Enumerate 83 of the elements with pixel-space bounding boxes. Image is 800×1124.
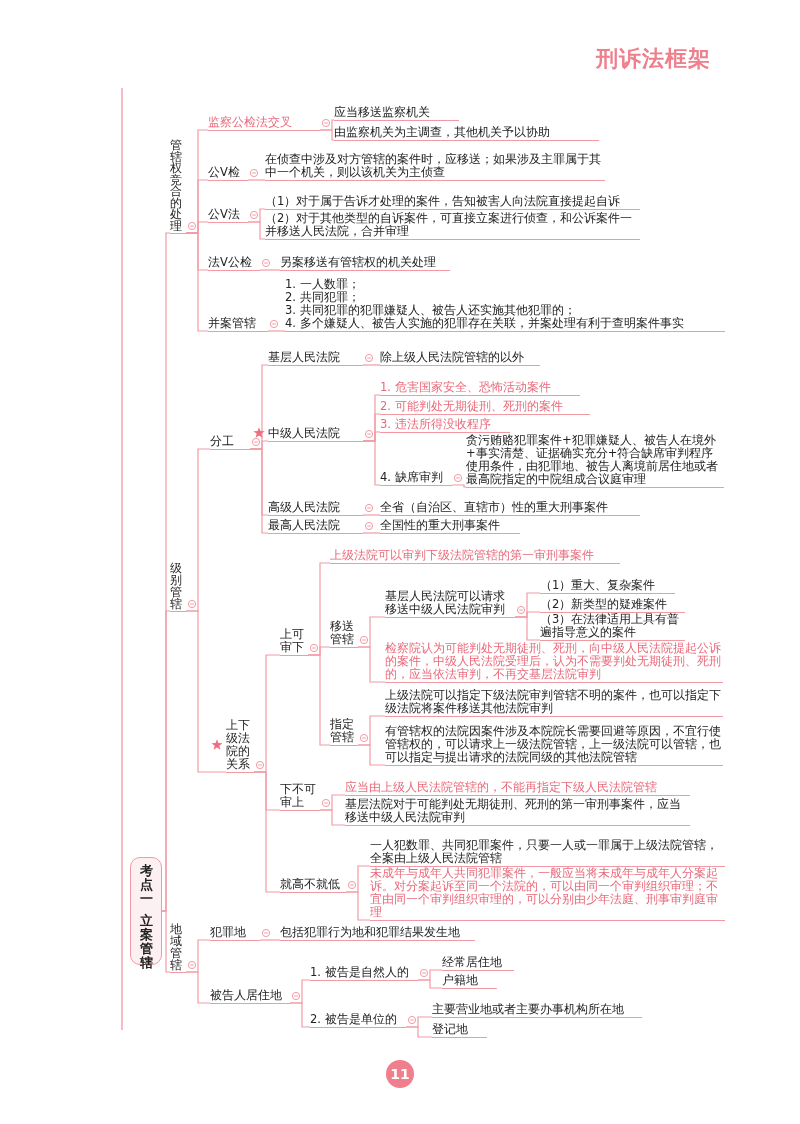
connector-line <box>307 654 331 746</box>
topic-label: 上可审下 <box>280 628 308 656</box>
topic-label: 高级人民法院 <box>268 501 363 516</box>
connector-line <box>362 440 381 486</box>
topic-label: 户籍地 <box>442 974 497 989</box>
topic-label: 包括犯罪行为地和犯罪结果发生地 <box>280 926 475 941</box>
connector-line <box>185 610 227 773</box>
connector-line <box>362 532 381 534</box>
connector-line <box>345 891 371 921</box>
connector-line <box>357 646 386 683</box>
topic-label: 主要营业地或者主要办事机构所在地 <box>432 1003 642 1018</box>
topic-label: 法V公检 <box>208 256 260 271</box>
connector-line <box>362 514 381 516</box>
connector-line <box>247 179 266 181</box>
topic-label: （2）对于其他类型的自诉案件，可直接立案进行侦查，和公诉案件一并移送人民法院，合并审理 <box>265 212 640 240</box>
topic-label: 全省（自治区、直辖市）性的重大刑事案件 <box>380 501 640 516</box>
connector-line <box>249 448 269 534</box>
connector-line <box>319 129 335 141</box>
connector-line <box>259 269 281 271</box>
topic-label: 上下级法院的关系 <box>226 719 254 773</box>
connector-line <box>267 330 286 332</box>
topic-label: 移送管辖 <box>330 620 358 648</box>
topic-label: 基层人民法院 <box>268 351 363 366</box>
topic-label: 最高人民法院 <box>268 519 363 534</box>
topic-label: 应当移送监察机关 <box>334 106 459 121</box>
topic-label: 未成年与成年人共同犯罪案件，一般应当将未成年与成年人分案起诉。对分案起诉至同一个法院的，可以由同一个审判组织审理；不宜由同一个审判组织审理的，可以分别由少年法庭、刑事审判庭审理 <box>370 867 725 921</box>
topic-label: 由监察机关为主调查，其他机关予以协助 <box>334 126 599 141</box>
connector-line <box>362 364 381 366</box>
topic-label: 下不可审上 <box>280 783 320 811</box>
topic-label: 基层法院对于可能判处无期徒刑、死刑的第一审刑事案件，应当移送中级人民法院审判 <box>345 798 690 826</box>
topic-label: 1. 危害国家安全、恐怖活动案件 <box>380 381 580 396</box>
topic-label: 检察院认为可能判处无期徒刑、死刑，向中级人民法院提起公诉的案件，中级人民法院受理后，认为不需要判处无期徒刑、死刑的，应当依法审判，不再交基层法院审判 <box>385 642 723 683</box>
topic-label: （1）对于属于告诉才处理的案件，告知被害人向法院直接提起自诉 <box>265 195 640 210</box>
connector-line <box>247 221 266 240</box>
page-title: 刑诉法框架 <box>596 45 711 73</box>
topic-label: 在侦查中涉及对方管辖的案件时，应移送；如果涉及主罪属于其中一个机关，则以该机关为主侦查 <box>265 153 605 181</box>
connector-line <box>514 616 541 641</box>
topic-label: （1）重大、复杂案件 <box>540 579 675 594</box>
topic-label: 经常居住地 <box>442 956 514 971</box>
connector-line <box>405 1026 433 1038</box>
topic-label: （2）新类型的疑难案件 <box>540 598 685 613</box>
topic-label: 中级人民法院 <box>268 426 363 442</box>
topic-label: 1. 一人数罪； 2. 共同犯罪； 3. 共同犯罪的犯罪嫌疑人、被告人还实施其他犯罪的； 4. 多个嫌疑人、被告人实施的犯罪存在关联，并案处理有利于查明案件事实 <box>285 278 725 332</box>
topic-label: 登记地 <box>432 1023 487 1038</box>
topic-label: 并案管辖 <box>208 317 268 332</box>
topic-label: （3）在法律适用上具有普遍指导意义的案件 <box>540 613 685 641</box>
topic-label: 基层人民法院可以请求移送中级人民法院审判 <box>385 590 515 618</box>
topic-label: 管辖权竞合的处理 <box>170 140 186 234</box>
topic-label: 除上级人民法院管辖的以外 <box>380 351 540 366</box>
topic-label: 就高不就低 <box>280 878 346 893</box>
topic-label: 犯罪地 <box>210 926 260 941</box>
topic-label: 4. 缺席审判 <box>380 471 452 486</box>
connector-line <box>259 939 281 941</box>
topic-label: 一人犯数罪、共同犯罪案件，只要一人或一罪属于上级法院管辖，全案由上级人民法院管辖 <box>370 839 725 867</box>
topic-label: 监察公检法交叉 <box>208 116 320 131</box>
topic-label: 分工 <box>210 435 250 450</box>
topic-label: 上级法院可以审判下级法院管辖的第一审刑事案件 <box>330 549 620 564</box>
connector-line <box>185 971 211 1004</box>
connector-line <box>319 809 346 826</box>
topic-label: 被告人居住地 <box>210 989 290 1004</box>
topic-label: 上级法院可以指定下级法院审判管辖不明的案件，也可以指定下级法院将案件移送其他法院审判 <box>385 689 723 717</box>
topic-label: 2. 可能判处无期徒刑、死刑的案件 <box>380 400 590 415</box>
connector-line <box>417 979 443 989</box>
topic-label: 公V检 <box>208 166 248 181</box>
topic-label: 有管辖权的法院因案件涉及本院院长需要回避等原因，不宜行使管辖权的，可以请求上一级法院管辖，上一级法院可以管辖，也可以指定与提出请求的法院同级的其他法院管辖 <box>385 725 723 766</box>
topic-label: 3. 违法所得没收程序 <box>380 418 510 433</box>
topic-label: 另案移送有管辖权的机关处理 <box>280 256 450 271</box>
topic-label: 地域管辖 <box>170 923 186 973</box>
topic-label: 全国性的重大刑事案件 <box>380 519 520 534</box>
topic-label: 2. 被告是单位的 <box>310 1013 406 1028</box>
connector-line <box>253 771 281 893</box>
connector-line <box>451 484 467 488</box>
connector-line <box>161 910 171 973</box>
topic-label: 指定管辖 <box>330 718 358 746</box>
topic-label: 应当由上级人民法院管辖的，不能再指定下级人民法院管辖 <box>345 781 690 796</box>
connector-line <box>289 1002 311 1028</box>
page-number: 11 <box>386 1060 414 1088</box>
topic-label: 级别管辖 <box>170 562 186 612</box>
topic-label: 1. 被告是自然人的 <box>310 966 418 981</box>
connector-line <box>185 232 209 332</box>
connector-line <box>357 744 386 766</box>
topic-label: 公V法 <box>208 208 248 223</box>
topic-label: 贪污贿赂犯罪案件+犯罪嫌疑人、被告人在境外+事实清楚、证据确实充分+符合缺席审判程序使用条件，由犯罪地、被告人离境前居住地或者最高院指定的中院组成合议庭审理 <box>466 434 724 488</box>
